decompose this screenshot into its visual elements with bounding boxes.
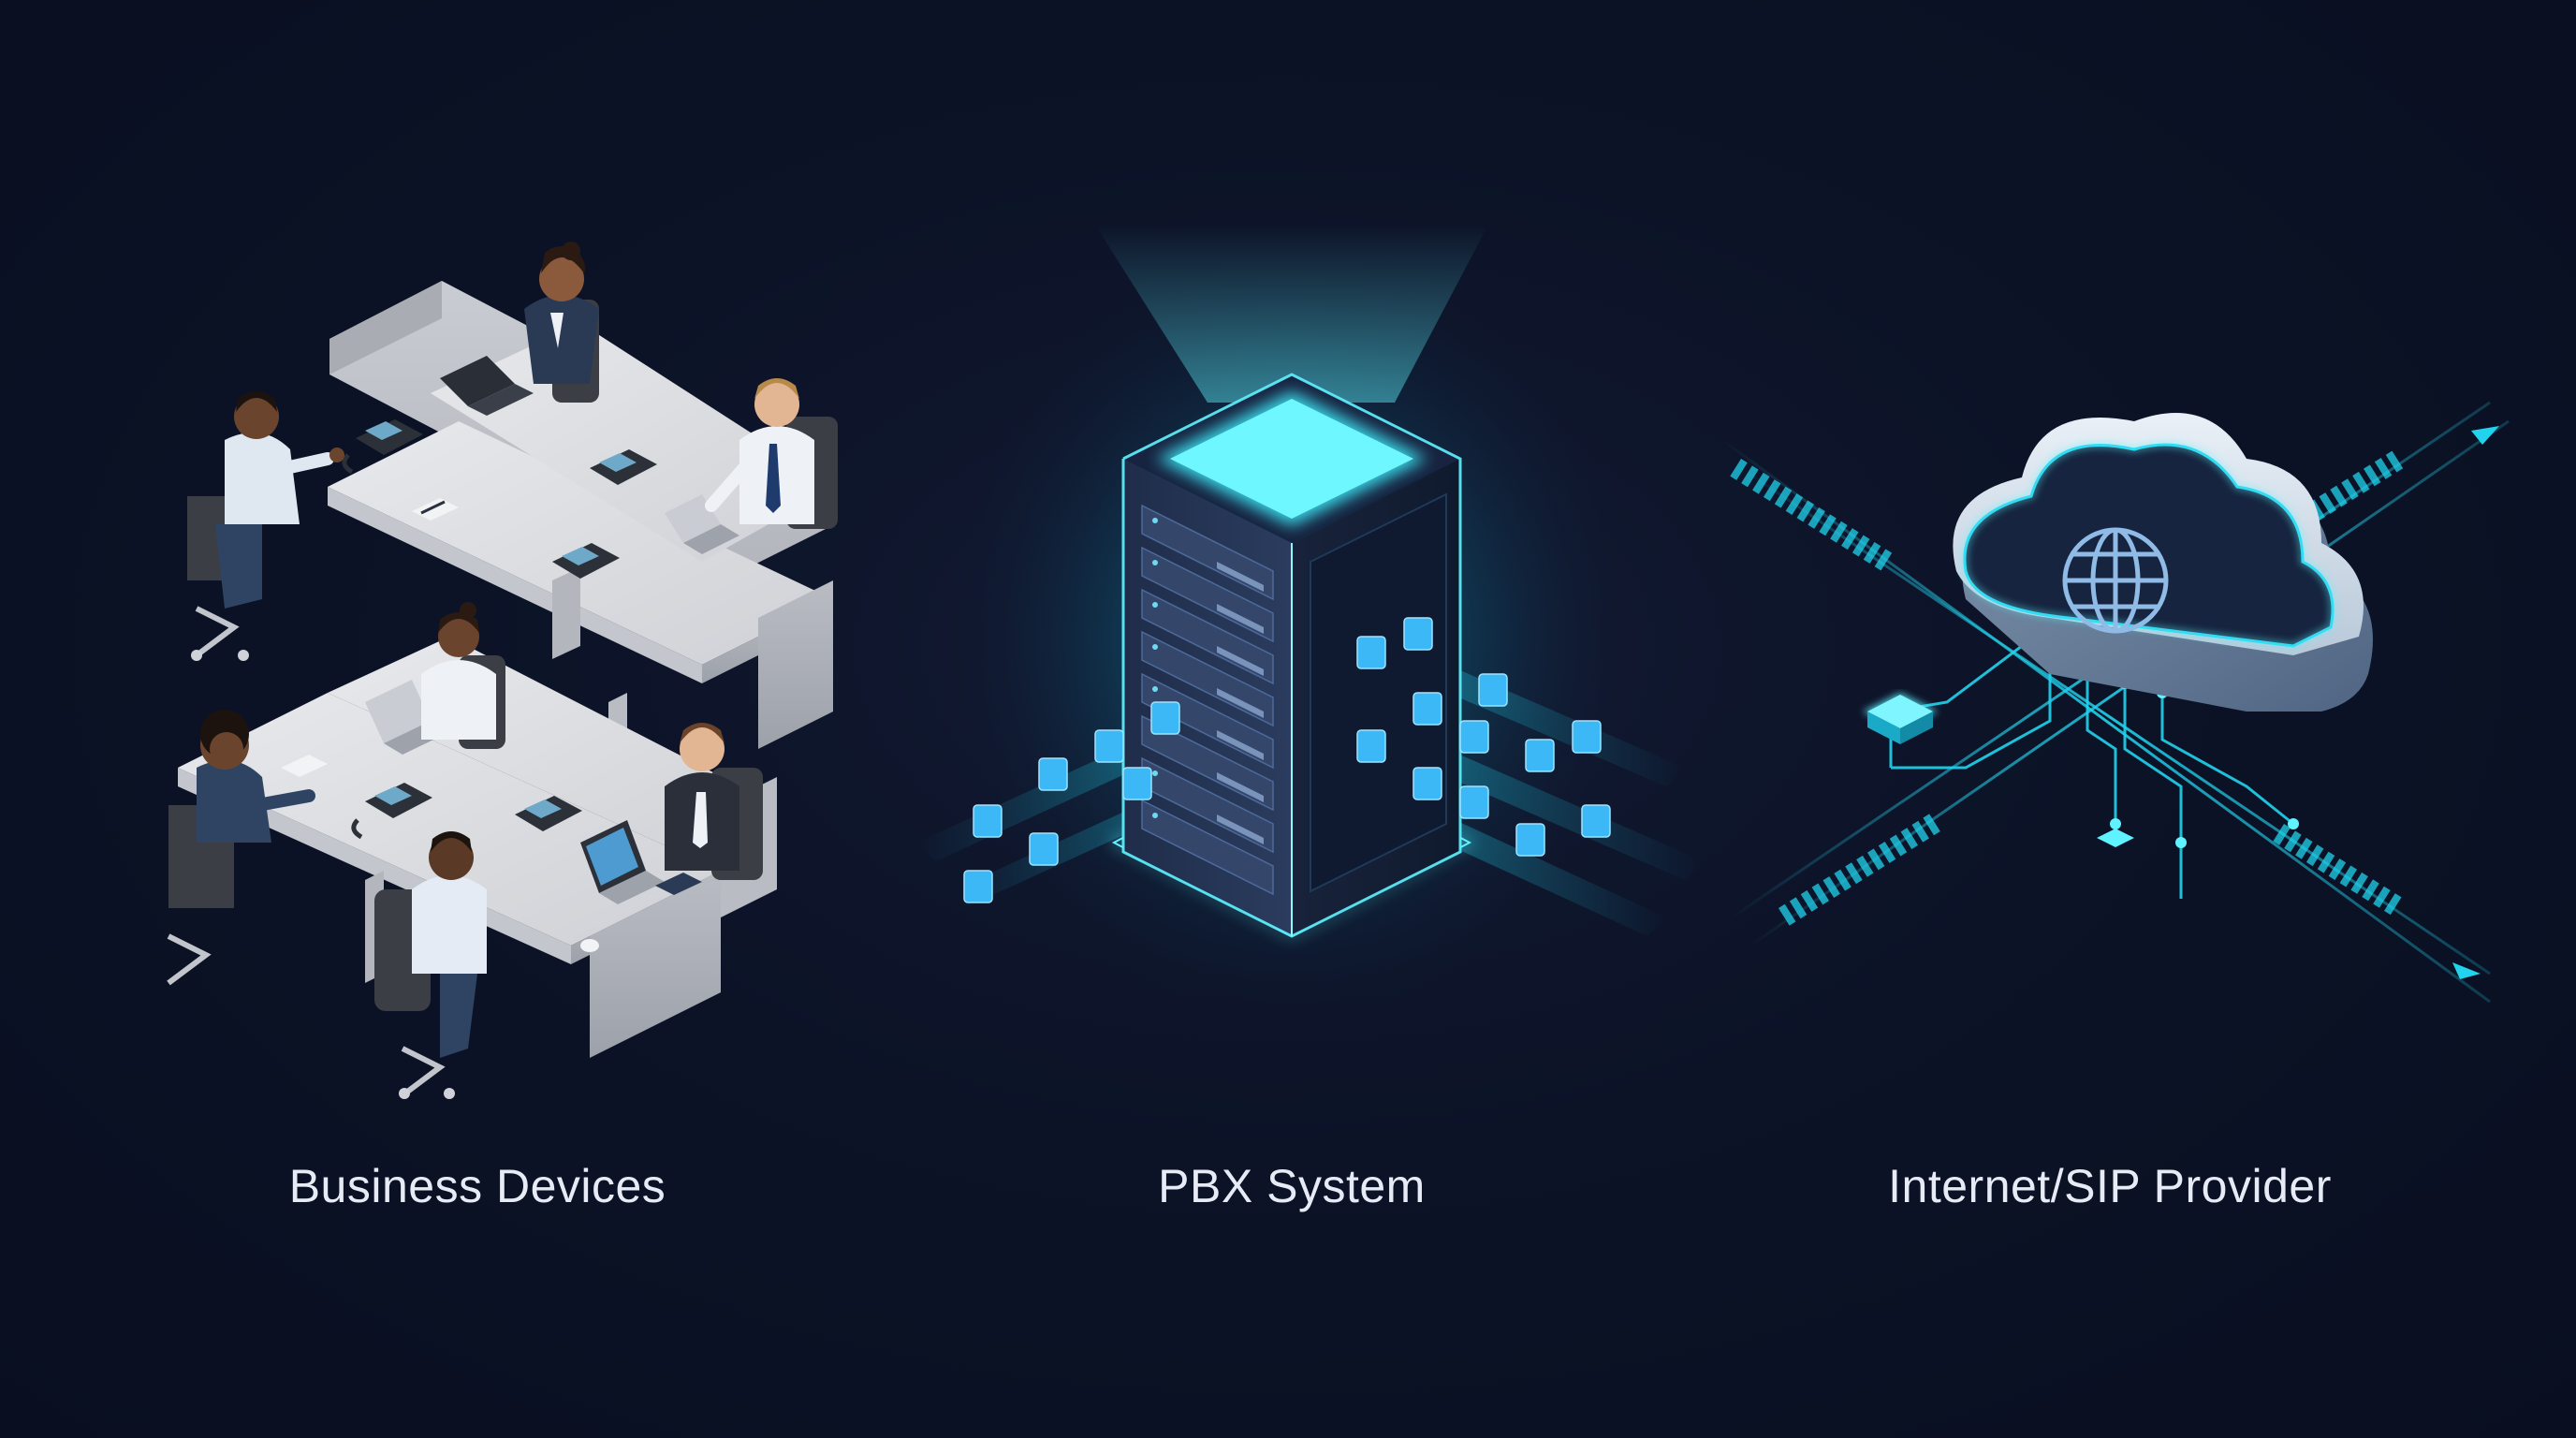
office-workers-icon <box>167 242 838 1099</box>
pbx-system-node <box>899 0 1722 1142</box>
office-worker-icon <box>705 378 838 529</box>
globe-icon <box>2062 527 2169 634</box>
desk-phone-icon <box>342 419 423 475</box>
desk-phone-icon <box>590 449 657 485</box>
server-tower-icon <box>917 225 1704 1030</box>
cloud-globe-icon <box>1721 401 2510 1004</box>
data-packet-icon <box>963 617 1611 903</box>
pbx-system-label: PBX System <box>1158 1160 1426 1212</box>
arrow-head-icon <box>2471 426 2499 445</box>
office-worker-icon <box>665 723 763 880</box>
desk-phone-icon <box>515 796 582 831</box>
office-worker-icon <box>374 831 487 1099</box>
office-worker-icon <box>524 242 599 403</box>
network-node-icon <box>1863 693 1938 744</box>
business-devices-label: Business Devices <box>288 1160 666 1212</box>
desk-phone-icon <box>552 543 620 579</box>
arrow-head-icon <box>2452 962 2481 979</box>
sip-provider-label: Internet/SIP Provider <box>1888 1160 2332 1212</box>
desk-phone-icon <box>351 783 432 840</box>
office-worker-icon <box>421 602 505 749</box>
office-worker-icon <box>167 710 315 986</box>
business-devices-node <box>140 0 889 1142</box>
sip-provider-node <box>1685 0 2527 1142</box>
office-worker-icon <box>187 391 344 661</box>
